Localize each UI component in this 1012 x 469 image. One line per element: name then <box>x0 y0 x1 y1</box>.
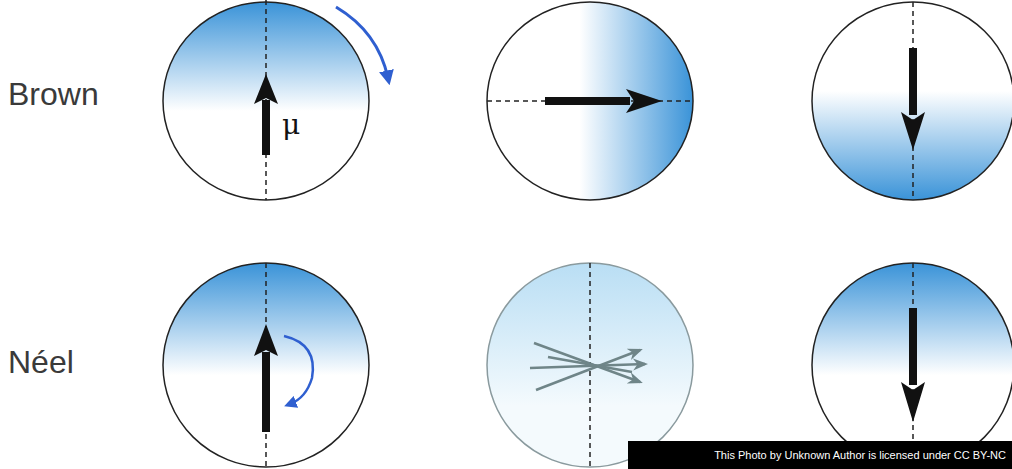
row-label: Brown <box>8 77 99 112</box>
neel-particle-3 <box>812 263 1012 467</box>
row-label: Néel <box>8 345 74 380</box>
attribution-text: This Photo by Unknown Author is licensed… <box>714 449 1006 461</box>
brown-particle-1 <box>163 0 369 200</box>
brown-particle-3 <box>812 2 1012 200</box>
neel-particle-1 <box>163 263 369 467</box>
brown-particle-2 <box>487 2 693 200</box>
neel-particle-2 <box>487 263 693 467</box>
attribution-bar: This Photo by Unknown Author is licensed… <box>628 441 1012 469</box>
moment-symbol: μ <box>282 110 300 141</box>
rotation-arrow <box>284 336 313 404</box>
rotation-arrow <box>336 7 388 78</box>
